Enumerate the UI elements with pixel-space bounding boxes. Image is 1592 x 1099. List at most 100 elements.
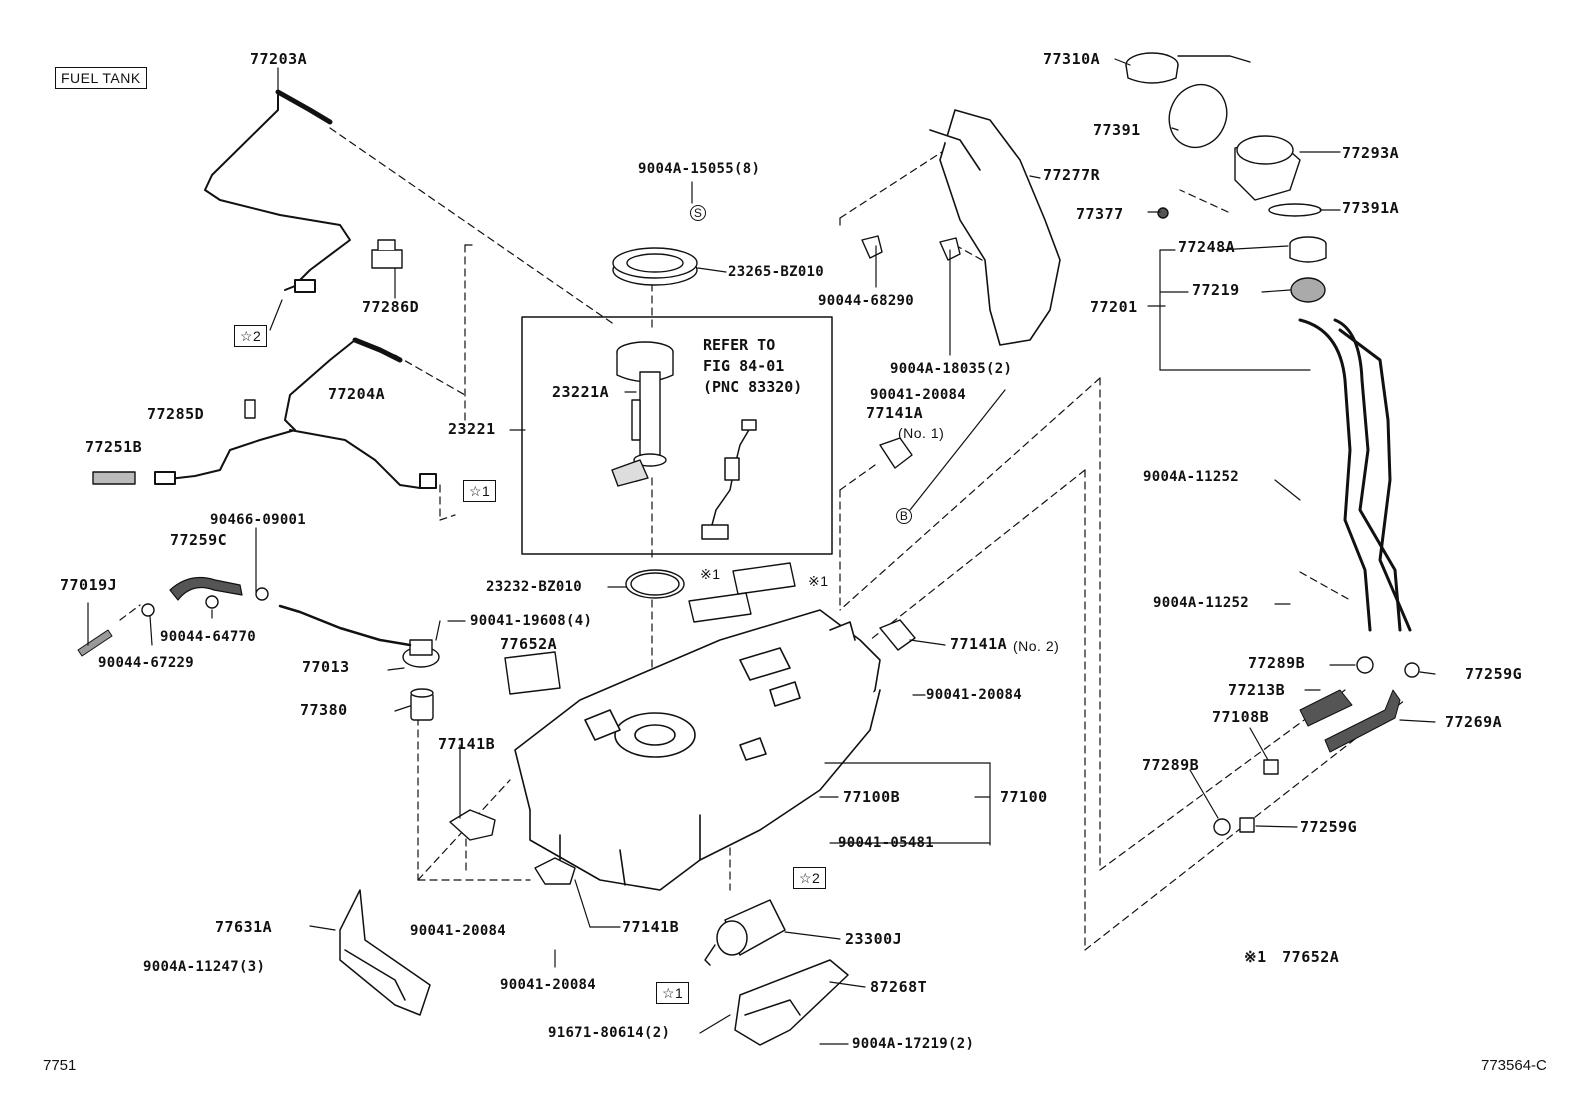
cushion-77380 [410, 688, 434, 721]
sensor-wire-77204A [154, 337, 437, 489]
filler-cap-77310A [1125, 52, 1251, 84]
callout-77108B: 77108B [1212, 708, 1270, 726]
callout-9004A-11247: 9004A-11247(3) [143, 959, 266, 975]
callout-77286D: 77286D [362, 298, 420, 316]
callout-77219: 77219 [1192, 281, 1240, 299]
callout-90041-20084-left: 90041-20084 [410, 923, 507, 939]
callout-77259C: 77259C [170, 531, 228, 549]
callout-90041-20084-bottom: 90041-20084 [500, 977, 597, 993]
callout-90041-20084-top: 90041-20084 [870, 387, 967, 403]
callout-77380: 77380 [300, 701, 348, 719]
leader-lines [87, 58, 1436, 1045]
pump-assembly-frame [521, 316, 833, 555]
protector-87268T [734, 959, 849, 1046]
callout-90466-09001: 90466-09001 [210, 512, 307, 528]
star1-marker-wire: ☆1 [463, 480, 497, 502]
refer-note-line-1: REFER TO [703, 336, 776, 354]
callout-77251B: 77251B [85, 438, 143, 456]
callout-77100B: 77100B [843, 788, 901, 806]
filler-pipe-77201 [1298, 318, 1412, 632]
star2-marker-filter: ☆2 [793, 867, 827, 889]
legend-mark: ※1 [1244, 948, 1267, 966]
tube-77019J [77, 629, 113, 657]
hose-77259C [169, 577, 243, 601]
callout-23265-BZ010: 23265-BZ010 [728, 264, 825, 280]
callout-9004A-11252-lower: 9004A-11252 [1153, 595, 1250, 611]
callout-77213B: 77213B [1228, 681, 1286, 699]
ring-77391A [1268, 203, 1322, 217]
refer-note-line-3: (PNC 83320) [703, 378, 803, 396]
callout-23221A: 23221A [552, 383, 610, 401]
pump-harness [701, 419, 757, 540]
tube-77251B [92, 471, 136, 485]
footer-right-code: 773564-C [1481, 1057, 1547, 1074]
clamps-left [141, 587, 269, 617]
callout-77391A: 77391A [1342, 199, 1400, 217]
clips-right [861, 207, 1169, 261]
callout-90044-67229: 90044-67229 [98, 655, 195, 671]
callout-77652A: 77652A [500, 635, 558, 653]
refer-note-line-2: FIG 84-01 [703, 357, 785, 375]
gasket-23232 [625, 569, 685, 599]
clip-77286D [371, 239, 403, 269]
diagram-title: FUEL TANK [55, 67, 147, 89]
callout-9004A-11252-upper: 9004A-11252 [1143, 469, 1240, 485]
callout-77248A: 77248A [1178, 238, 1236, 256]
callout-87268T: 87268T [870, 978, 928, 996]
footer-left-code: 7751 [43, 1057, 77, 1074]
callout-9004A-17219: 9004A-17219(2) [852, 1036, 975, 1052]
callout-77259G-lower: 77259G [1300, 818, 1358, 836]
callout-23300J: 23300J [845, 930, 903, 948]
callout-77141B-left: 77141B [438, 735, 496, 753]
callout-23232-BZ010: 23232-BZ010 [486, 579, 583, 595]
callout-77201: 77201 [1090, 298, 1138, 316]
star2-marker-wire: ☆2 [234, 325, 268, 347]
callout-9004A-15055: 9004A-15055(8) [638, 161, 761, 177]
callout-77289B-upper: 77289B [1248, 654, 1306, 672]
sensor-wire-77203A [204, 89, 351, 293]
lock-ring-23265 [612, 247, 698, 286]
x1-marker-b: ※1 [808, 573, 829, 589]
callout-77013: 77013 [302, 658, 350, 676]
callout-77310A: 77310A [1043, 50, 1101, 68]
callout-77293A: 77293A [1342, 144, 1400, 162]
tank-brackets [449, 437, 916, 885]
callout-77019J: 77019J [60, 576, 118, 594]
clip-77285D [244, 399, 256, 419]
pads-77652A [504, 562, 796, 695]
callout-77269A: 77269A [1445, 713, 1503, 731]
callout-77141A-no1: 77141A [866, 404, 924, 422]
callout-77203A: 77203A [250, 50, 308, 68]
grommet-77219 [1290, 277, 1326, 303]
callout-77141A-no2-sub: (No. 2) [1013, 638, 1060, 654]
fuel-tank-77100 [514, 609, 881, 891]
callout-77391: 77391 [1093, 121, 1141, 139]
fitting-77013 [278, 604, 440, 668]
callout-77285D: 77285D [147, 405, 205, 423]
legend-part: 77652A [1282, 948, 1340, 966]
callout-90041-19608: 90041-19608(4) [470, 613, 593, 629]
legend-note: ※1 77652A [1244, 950, 1339, 965]
callout-90041-20084-mid: 90041-20084 [926, 687, 1023, 703]
callout-77100: 77100 [1000, 788, 1048, 806]
fuel-pump-23221A [611, 341, 674, 487]
callout-23221: 23221 [448, 420, 496, 438]
x1-marker-a: ※1 [700, 566, 721, 582]
callout-90044-64770: 90044-64770 [160, 629, 257, 645]
star1-marker-filter: ☆1 [656, 982, 690, 1004]
callout-77141B-bottom: 77141B [622, 918, 680, 936]
ring-77391 [1168, 83, 1228, 149]
callout-91671-80614: 91671-80614(2) [548, 1025, 671, 1041]
callout-77289B-lower: 77289B [1142, 756, 1200, 774]
callout-77377: 77377 [1076, 205, 1124, 223]
hoses-right [1213, 656, 1420, 836]
b-marker-77141A-no1: B [896, 508, 912, 524]
s-marker: S [690, 205, 706, 221]
callout-77141A-no1-sub: (No. 1) [898, 425, 945, 441]
callout-90041-05481: 90041-05481 [838, 835, 935, 851]
fuel-filter-23300J [704, 899, 786, 966]
callout-77141A-no2: 77141A [950, 635, 1008, 653]
refer-note: REFER TO FIG 84-01 (PNC 83320) [703, 335, 802, 398]
